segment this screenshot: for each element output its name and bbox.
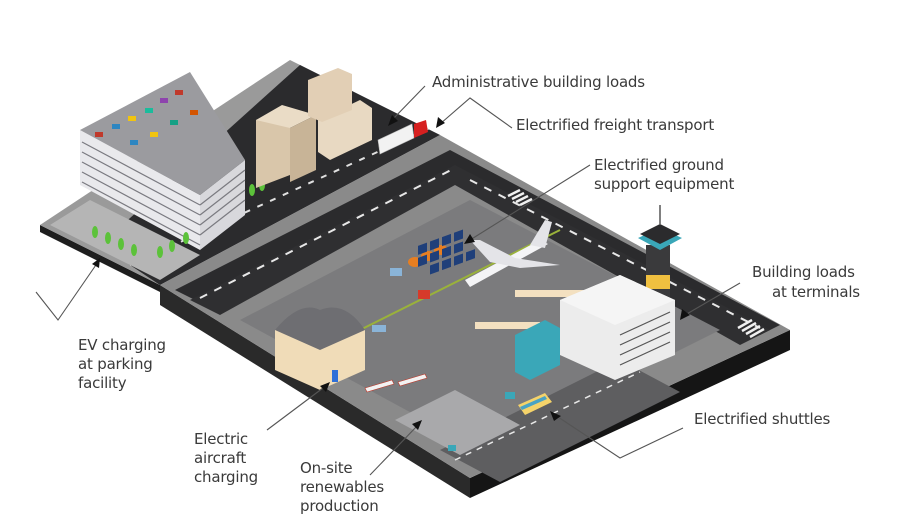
label-renewables-1: On-site — [300, 459, 353, 477]
leader-ev — [35, 261, 99, 321]
small-plane — [364, 379, 395, 393]
main-road — [175, 150, 780, 335]
arrowhead-icon — [464, 234, 475, 244]
leader-terminal — [684, 282, 741, 316]
label-aircraft-charging-1: Electric — [194, 430, 248, 448]
leader-admin — [391, 85, 426, 121]
solar-pad — [395, 390, 520, 455]
tower-cab-top — [640, 224, 680, 244]
leader-lines — [35, 85, 741, 476]
arrowhead-icon — [436, 117, 445, 128]
hangar-roof — [275, 307, 365, 350]
arrowhead-icon — [680, 309, 690, 320]
terminal-glass — [515, 320, 560, 380]
tug-vehicle — [390, 268, 402, 276]
label-ev-charging-1: EV charging — [78, 336, 166, 354]
leader-ground-support — [469, 164, 591, 241]
arrowhead-icon — [388, 115, 398, 126]
leader-shuttles — [554, 414, 684, 459]
admin-building-1-side — [290, 115, 316, 182]
solar-array — [395, 229, 520, 455]
garage-left-face — [80, 130, 200, 250]
label-terminal-loads-2: at terminals — [772, 283, 860, 301]
shuttle-bus — [448, 393, 552, 451]
tower-band — [646, 275, 670, 289]
airplane-wing — [470, 240, 560, 268]
airplane — [465, 220, 560, 287]
arrowheads — [92, 115, 690, 430]
shuttle-cart — [448, 445, 456, 451]
admin-building-1-roof — [256, 105, 316, 128]
shuttle-road — [440, 360, 680, 482]
jet-bridge — [475, 322, 540, 329]
truck-cab — [414, 120, 428, 138]
admin-building-3 — [308, 68, 352, 122]
leader-aircraft-charging — [266, 384, 328, 431]
electric-aircraft — [364, 373, 428, 393]
jet-bridge — [515, 290, 590, 297]
rooftop-cars — [95, 90, 198, 145]
admin-buildings — [256, 68, 372, 188]
terminal — [475, 275, 675, 380]
airplane-tail — [530, 220, 552, 248]
arrowhead-icon — [412, 420, 422, 430]
label-renewables-3: production — [300, 497, 379, 515]
road-dashes — [199, 167, 761, 329]
label-ev-charging-3: facility — [78, 374, 127, 392]
label-aircraft-charging-3: charging — [194, 468, 258, 486]
leader-freight — [439, 97, 513, 129]
garage-floor-lines — [81, 141, 246, 246]
label-renewables-2: renewables — [300, 478, 384, 496]
terminal-windows — [619, 311, 671, 366]
label-admin-building-loads: Administrative building loads — [432, 73, 645, 91]
shuttle-windows — [520, 396, 547, 410]
garage-right-face — [200, 160, 245, 250]
arrowhead-icon — [320, 382, 330, 392]
label-ev-charging-2: at parking — [78, 355, 153, 373]
leader-renewables — [369, 424, 419, 476]
airport-platform — [160, 135, 790, 498]
label-ground-support-1: Electrified ground — [594, 156, 724, 174]
service-car — [372, 325, 386, 332]
fuel-truck — [418, 290, 430, 299]
hangar — [275, 307, 365, 390]
label-terminal-loads-1: Building loads — [752, 263, 855, 281]
city-platform-side — [40, 225, 160, 292]
garage-roof — [80, 72, 245, 195]
utility-cart — [505, 392, 515, 399]
label-aircraft-charging-2: aircraft — [194, 449, 247, 467]
parking-garage — [80, 72, 265, 258]
admin-building-1 — [256, 108, 290, 188]
solar-panels — [418, 229, 475, 275]
charging-station — [332, 370, 338, 382]
crosswalk — [507, 188, 765, 339]
arrowhead-icon — [92, 258, 100, 268]
small-plane — [397, 373, 428, 387]
shuttle-road-dashes — [454, 371, 641, 461]
freight-truck — [377, 120, 428, 155]
terminal-roof — [560, 275, 675, 325]
platform-side-left — [160, 285, 470, 498]
arrowhead-icon — [550, 411, 561, 421]
sidewalk — [50, 200, 200, 280]
label-ground-support-2: support equipment — [594, 175, 735, 193]
label-shuttles: Electrified shuttles — [694, 410, 831, 428]
label-freight-transport: Electrified freight transport — [516, 116, 715, 134]
